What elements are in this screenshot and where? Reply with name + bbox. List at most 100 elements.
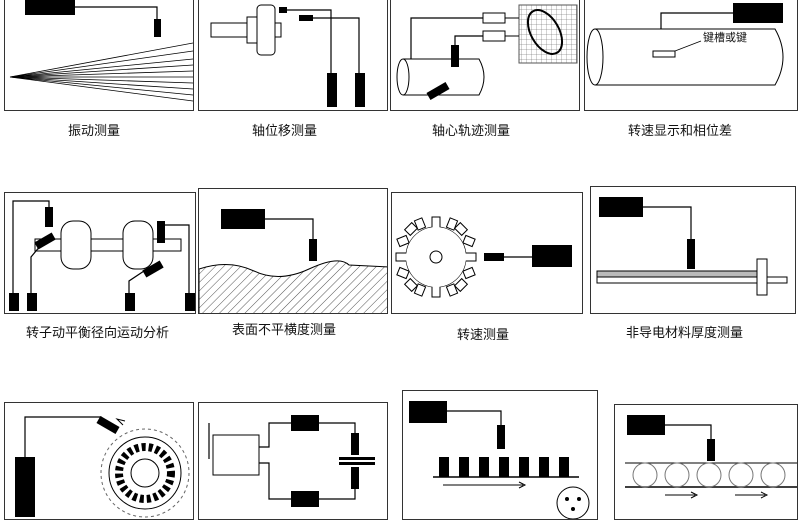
- probe: [484, 253, 504, 261]
- probe-2: [34, 232, 56, 250]
- sensor-4: [185, 293, 195, 311]
- cable-b: [313, 17, 360, 73]
- sensor-body: [409, 401, 447, 423]
- connector-b: [482, 30, 506, 42]
- sensor-1: [9, 293, 19, 311]
- sensor-b: [355, 73, 365, 107]
- keyway-label: 键槽或键: [703, 31, 747, 44]
- probe-3: [157, 221, 165, 243]
- sensor-2: [27, 293, 37, 311]
- target-plate: [339, 457, 375, 460]
- probe-upper: [351, 433, 359, 455]
- sensor-body: [627, 415, 665, 435]
- probe-1: [45, 207, 53, 227]
- probe: [707, 439, 715, 461]
- rotation-arrow: [115, 418, 126, 426]
- sensor-body: [532, 245, 572, 267]
- conveyor-roller: [556, 486, 590, 519]
- wheel-teeth: [115, 443, 175, 503]
- probe-vertical: [451, 45, 459, 67]
- panel-conveyor-count: [402, 390, 598, 520]
- vibration-rays: [9, 42, 193, 102]
- caption-vibration: 振动测量: [68, 124, 121, 139]
- sensor-body: [25, 0, 75, 15]
- panel-shaft-orbit: [390, 0, 580, 111]
- probe: [497, 425, 505, 449]
- probe-b: [299, 15, 313, 21]
- clamp: [756, 258, 768, 296]
- probe-horizontal: [426, 82, 450, 100]
- panel-nonconductive-thickness: [590, 186, 796, 314]
- probe: [154, 19, 161, 37]
- caption-speed-phase: 转速显示和相位差: [628, 124, 733, 139]
- shaft-cylinder: [403, 58, 485, 96]
- axial-displacement-diagram: [210, 4, 365, 107]
- probe-a: [279, 7, 287, 13]
- surface-unevenness-diagram: [199, 209, 387, 313]
- sensor-cable: [447, 410, 502, 427]
- cable-b: [454, 35, 483, 47]
- cable-lower: [259, 462, 291, 500]
- shaft-orbit-diagram: [396, 4, 578, 100]
- cable-4: [165, 224, 190, 293]
- probe: [96, 416, 120, 434]
- keyway: [652, 50, 676, 58]
- probe: [309, 239, 317, 261]
- rotation-path: [100, 428, 190, 518]
- panel-speed-phase: 键槽或键: [584, 0, 798, 111]
- sensor-body: [599, 197, 643, 217]
- panel-surface-unevenness: [198, 188, 388, 314]
- probe-lower: [351, 467, 359, 489]
- panel-toothed-wheel: [4, 402, 194, 520]
- nonconductive-thickness-diagram: [596, 197, 788, 296]
- rolling-items-diagram: [625, 415, 797, 499]
- sensor-cable: [24, 416, 102, 457]
- orbit-trace: [526, 9, 564, 55]
- counted-items: [439, 457, 569, 477]
- probe-4: [142, 260, 164, 278]
- panel-differential: [198, 402, 388, 520]
- caption-speed: 转速测量: [457, 328, 510, 343]
- cable-3: [128, 268, 148, 293]
- uneven-surface: [199, 260, 387, 313]
- speed-diagram: [395, 216, 572, 298]
- shaft-cylinder: [595, 28, 784, 86]
- panel-axial-displacement: [198, 0, 388, 111]
- sensor-3: [125, 293, 135, 311]
- caption-nonconductive-thickness: 非导电材料厚度测量: [626, 326, 744, 341]
- toothed-wheel-diagram: [15, 416, 190, 518]
- metal-base: [596, 276, 788, 284]
- probe: [687, 239, 695, 269]
- panel-speed: [391, 192, 583, 314]
- sensor-cable: [665, 424, 712, 441]
- sensor-body: [15, 457, 35, 517]
- collar: [256, 4, 276, 56]
- sensor-cable: [660, 12, 733, 33]
- panel-rotor-balance: [4, 192, 196, 314]
- sensor-body: [221, 209, 265, 229]
- cable-a: [287, 9, 332, 73]
- cable-2: [30, 244, 42, 293]
- nonconductive-material: [596, 270, 768, 278]
- sensor-cable: [75, 6, 158, 21]
- vibration-diagram: [9, 0, 193, 102]
- caption-shaft-orbit: 轴心轨迹测量: [432, 124, 511, 139]
- caption-surface-unevenness: 表面不平横度测量: [232, 323, 337, 338]
- cable-upper: [259, 422, 291, 448]
- panel-vibration: [4, 0, 194, 111]
- sensor-a: [327, 73, 337, 107]
- gear: [395, 216, 477, 298]
- rolling-items: [632, 462, 786, 488]
- panel-rolling-items: [614, 404, 798, 520]
- speed-phase-diagram: [586, 3, 784, 86]
- conveyor-count-diagram: [409, 401, 590, 519]
- controller-box: [212, 434, 260, 476]
- collar-hub: [246, 16, 258, 44]
- sensor-lower: [291, 491, 319, 507]
- rotor-disk-left: [60, 220, 92, 270]
- wheel-inner: [130, 458, 160, 488]
- wheel-outer: [108, 436, 182, 510]
- connector-a: [482, 12, 506, 24]
- differential-diagram: [208, 415, 375, 507]
- rotor-balance-diagram: [9, 200, 195, 311]
